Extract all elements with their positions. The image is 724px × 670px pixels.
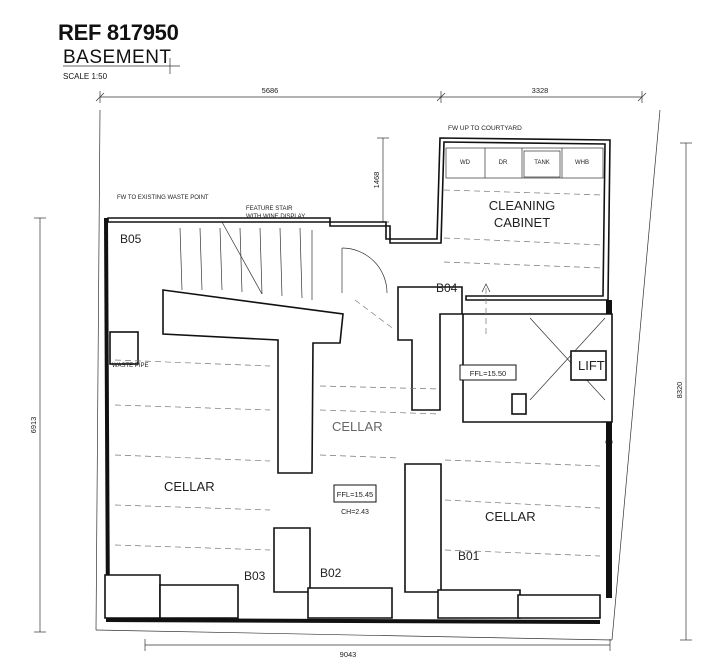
site-boundary xyxy=(95,109,661,641)
flow-arrow xyxy=(481,283,491,293)
dim-right: 8320 xyxy=(675,382,684,399)
appliance-tank: TANK xyxy=(534,160,550,166)
dim-riser: 1468 xyxy=(372,172,381,189)
note-stair-2: WITH WINE DISPLAY xyxy=(246,214,305,220)
level-main: FFL=15.45 xyxy=(337,490,373,499)
feature-stair xyxy=(179,221,388,300)
hidden-lines xyxy=(114,189,604,557)
level-ceiling: CH=2.43 xyxy=(341,509,369,516)
room-cellar-left: CELLAR xyxy=(164,479,215,494)
dim-bottom: 9043 xyxy=(340,650,357,659)
room-cleaning-1: CLEANING xyxy=(489,198,555,213)
dim-left: 6913 xyxy=(29,417,38,434)
room-cellar-right: CELLAR xyxy=(485,509,536,524)
appliance-whb: WHB xyxy=(575,160,589,166)
dimension-lines xyxy=(34,91,692,651)
floor-title: BASEMENT xyxy=(63,47,172,68)
room-lift: LIFT xyxy=(578,358,605,373)
interior-walls xyxy=(104,286,613,619)
appliance-dr: DR xyxy=(499,160,508,166)
level-lift: FFL=15.50 xyxy=(470,369,506,378)
room-cellar-center: CELLAR xyxy=(332,419,383,434)
reference-number: REF 817950 xyxy=(58,20,179,45)
label-b05: B05 xyxy=(120,232,142,246)
appliance-wd: WD xyxy=(460,160,471,166)
note-stair-1: FEATURE STAIR xyxy=(246,206,293,212)
label-b01: B01 xyxy=(458,549,480,563)
note-waste-point: FW TO EXISTING WASTE POINT xyxy=(117,195,209,201)
note-waste-pipe: WASTE PIPE xyxy=(112,363,148,369)
scale-note: SCALE 1:50 xyxy=(63,72,108,81)
label-b02: B02 xyxy=(320,566,342,580)
appliance-row xyxy=(445,147,604,179)
dim-top-right: 3328 xyxy=(532,86,549,95)
note-courtyard: FW UP TO COURTYARD xyxy=(448,125,522,132)
dim-top-left: 5686 xyxy=(262,86,279,95)
label-b03: B03 xyxy=(244,569,266,583)
label-b04: B04 xyxy=(436,281,458,295)
room-cleaning-2: CABINET xyxy=(494,215,550,230)
